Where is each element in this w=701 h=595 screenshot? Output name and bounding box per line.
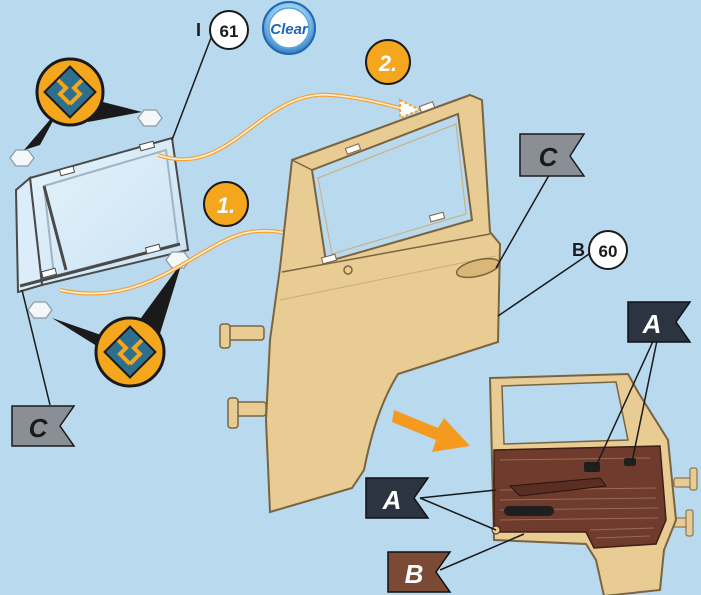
flag-b-label: B [405, 559, 424, 589]
flag-a-top-label: A [642, 309, 662, 339]
window-part-prefix: I [196, 20, 201, 40]
flag-c-left: C [12, 406, 74, 446]
clear-badge-label: Clear [270, 21, 309, 38]
window-part-number: 61 [220, 22, 239, 41]
door-part-prefix: B [572, 240, 585, 260]
door-interior-view [490, 374, 697, 595]
glue-drop-marker [138, 110, 162, 126]
door-part-number: 60 [599, 242, 618, 261]
glue-drop-marker [10, 150, 34, 166]
flag-a-left: A [366, 478, 428, 518]
flag-c-left-label: C [29, 413, 49, 443]
flag-a-left-label: A [382, 485, 402, 515]
glue-diamond-icon [24, 59, 142, 150]
step-2-label: 2. [378, 51, 397, 76]
orange-arrow-icon [392, 410, 470, 452]
glue-drop-marker [28, 302, 52, 318]
flag-a-top: A [628, 302, 690, 342]
glue-diamond-icon [52, 262, 182, 386]
flag-c-right-label: C [539, 142, 559, 172]
flag-c-right: C [520, 134, 584, 176]
door-part [220, 95, 501, 512]
flag-b: B [388, 552, 450, 592]
step-1-label: 1. [217, 193, 235, 218]
